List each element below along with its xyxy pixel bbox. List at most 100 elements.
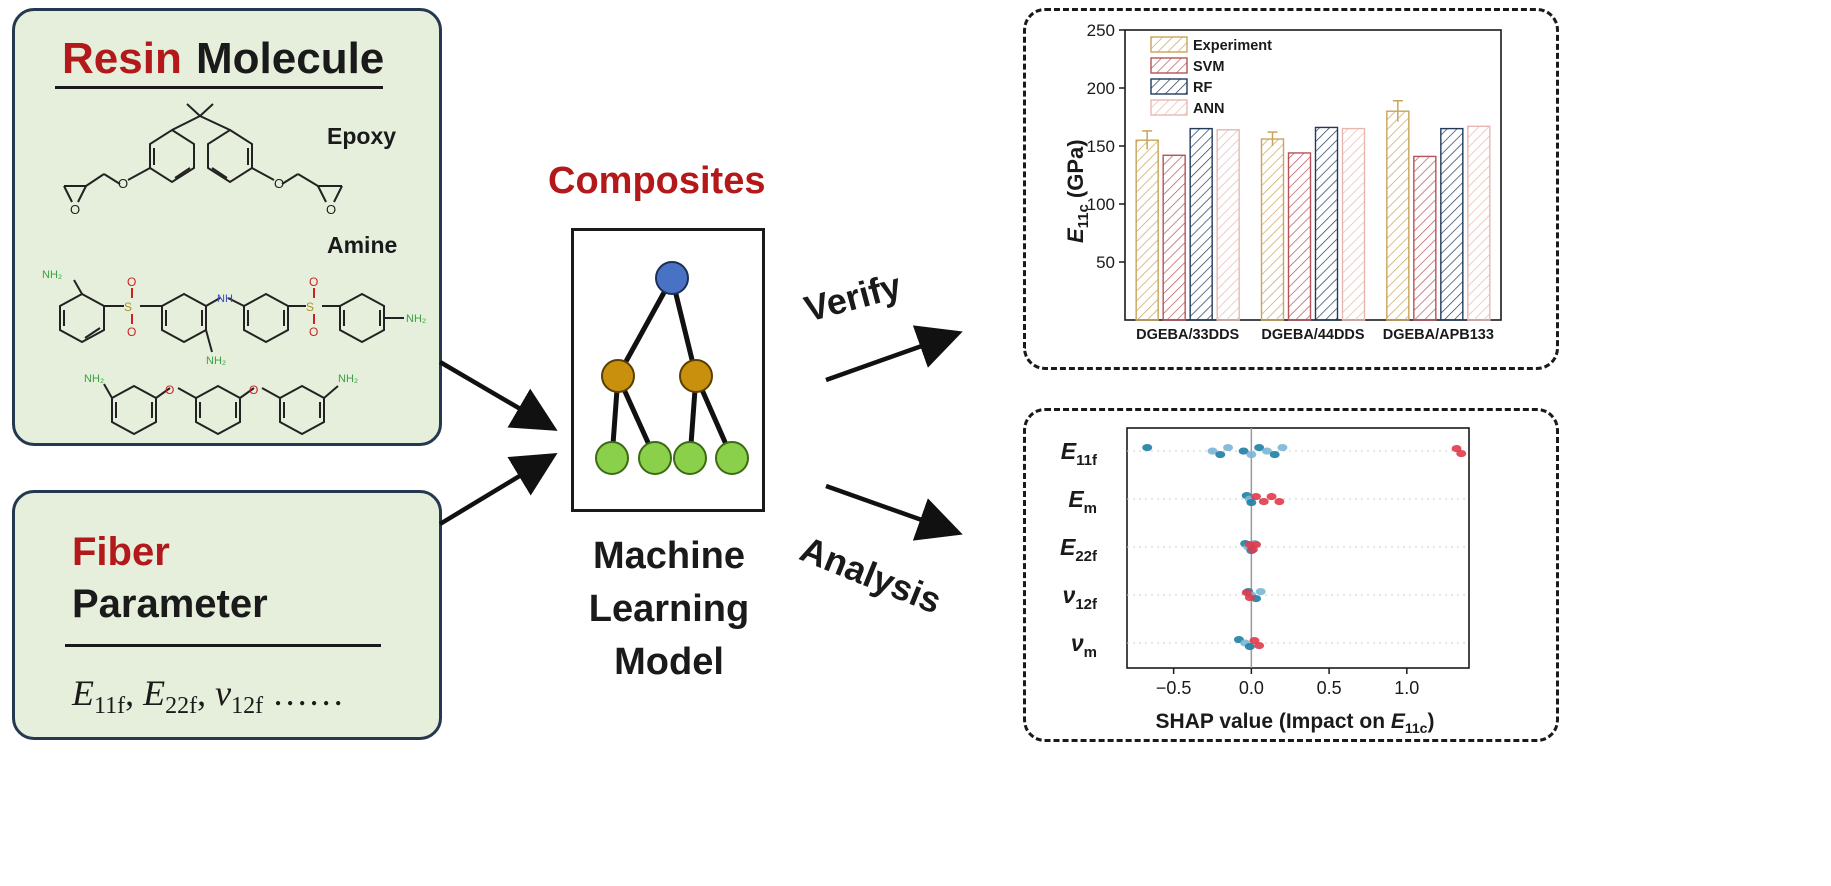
y-tick-label: 200 — [1087, 79, 1115, 98]
atom-o-label: O — [118, 176, 128, 191]
bar-svm — [1287, 152, 1312, 321]
arrow-verify — [825, 325, 963, 383]
legend-label: RF — [1193, 80, 1212, 96]
shap-point-high — [1266, 492, 1277, 501]
y-tick-label: 100 — [1087, 195, 1115, 214]
shap-point-low — [1223, 443, 1234, 452]
legend-swatch — [1150, 36, 1188, 53]
x-category-label: DGEBA/44DDS — [1261, 327, 1364, 343]
shap-point-low — [1246, 498, 1257, 507]
bar-svm — [1413, 155, 1437, 321]
bar-y-axis-title: E11c(GPa) — [1063, 139, 1092, 243]
tree-leaf-node — [715, 441, 749, 475]
bar-rf — [1440, 127, 1464, 321]
bar-ann — [1341, 127, 1366, 321]
resin-title-underline — [55, 86, 383, 89]
atom-o-label: O — [274, 176, 284, 191]
arrow-analysis — [825, 483, 963, 541]
epoxy-label: Epoxy — [327, 123, 397, 149]
legend-label: Experiment — [1193, 38, 1272, 54]
atom-o-label: O — [309, 275, 318, 289]
legend-label: ANN — [1193, 101, 1224, 117]
shap-point-high — [1254, 641, 1265, 650]
legend-swatch — [1150, 99, 1188, 116]
shap-point-low — [1246, 450, 1257, 459]
amine-group-label: NH₂ — [42, 269, 62, 281]
epoxy-molecule-structure: O O O O — [63, 103, 343, 217]
bar-svm — [1162, 154, 1186, 321]
tree-leaf-node — [595, 441, 629, 475]
feature-label: Em — [1068, 486, 1097, 517]
bar-ann — [1467, 125, 1491, 321]
decision-tree-diagram — [595, 261, 749, 475]
arrow-resin-to-model — [438, 360, 558, 431]
bar-ann — [1216, 129, 1240, 321]
fiber-parameter-list: E11f, E22f, ν12f …… — [72, 673, 345, 720]
arrow-fiber-to-model — [438, 453, 558, 526]
shap-point-low — [1215, 450, 1226, 459]
atom-s-label: S — [306, 300, 314, 314]
molecule-title-word: Molecule — [196, 34, 385, 83]
bar-experiment — [1386, 110, 1410, 321]
tree-internal-node — [679, 359, 713, 393]
shap-point-high — [1251, 540, 1262, 549]
atom-o-label: O — [309, 325, 318, 339]
amine-label: Amine — [327, 232, 398, 258]
amine-group-label: NH₂ — [84, 373, 104, 385]
x-category-label: DGEBA/33DDS — [1136, 327, 1239, 343]
tree-internal-node — [601, 359, 635, 393]
atom-o-label: O — [70, 202, 80, 217]
bar-experiment — [1135, 139, 1159, 321]
shap-point-high — [1274, 497, 1285, 506]
shap-point-high — [1251, 492, 1262, 501]
feature-label: ν12f — [1063, 582, 1098, 613]
amine-molecule-structures: S S O O O O O O NH₂ NH₂ NH NH₂ NH₂ NH₂ — [42, 269, 426, 436]
shap-point-low — [1277, 443, 1288, 452]
amine-group-label: NH₂ — [338, 373, 358, 385]
shap-plot-frame — [1126, 427, 1470, 669]
y-tick-label: 250 — [1087, 21, 1115, 40]
shap-point-low — [1207, 447, 1218, 455]
bar-rf — [1189, 127, 1213, 321]
model-label-line2: Learning — [588, 588, 750, 630]
composites-title: Composites — [548, 160, 766, 202]
bar-plot-frame — [1124, 29, 1502, 321]
shap-point-low — [1142, 443, 1153, 452]
shap-x-axis-title: SHAP value (Impact on E11c) — [1156, 710, 1435, 736]
fiber-title-word: Fiber — [72, 530, 170, 574]
shap-point-low — [1238, 447, 1249, 455]
tree-root-node — [655, 261, 689, 295]
atom-o-label: O — [165, 383, 174, 397]
shap-point-low — [1261, 447, 1272, 455]
shap-point-low — [1254, 443, 1265, 452]
amine-group-label: NH₂ — [406, 313, 426, 325]
tree-leaf-node — [638, 441, 672, 475]
x-tick-label: 0.5 — [1317, 678, 1342, 698]
resin-title-word: Resin — [62, 34, 182, 83]
fiber-title-underline — [65, 644, 381, 647]
atom-o-label: O — [127, 325, 136, 339]
atom-o-label: O — [249, 383, 258, 397]
legend-swatch — [1150, 78, 1188, 95]
y-tick-label: 150 — [1087, 137, 1115, 156]
bar-rf — [1314, 126, 1339, 321]
x-tick-label: 0.0 — [1239, 678, 1264, 698]
feature-label: E22f — [1060, 534, 1098, 565]
shap-point-low — [1269, 450, 1280, 459]
shap-point-high — [1258, 497, 1269, 506]
shap-point-high — [1244, 593, 1255, 602]
legend-swatch — [1150, 57, 1188, 74]
resin-molecule-panel — [12, 8, 442, 446]
legend-label: SVM — [1193, 59, 1224, 75]
amine-group-label: NH₂ — [206, 355, 226, 367]
feature-label: E11f — [1061, 438, 1098, 469]
fiber-parameter-panel — [12, 490, 442, 740]
x-tick-label: 1.0 — [1394, 678, 1419, 698]
x-category-label: DGEBA/APB133 — [1383, 327, 1494, 343]
shap-point-high — [1456, 449, 1467, 458]
feature-label: νm — [1071, 630, 1097, 661]
x-tick-label: −0.5 — [1156, 678, 1192, 698]
